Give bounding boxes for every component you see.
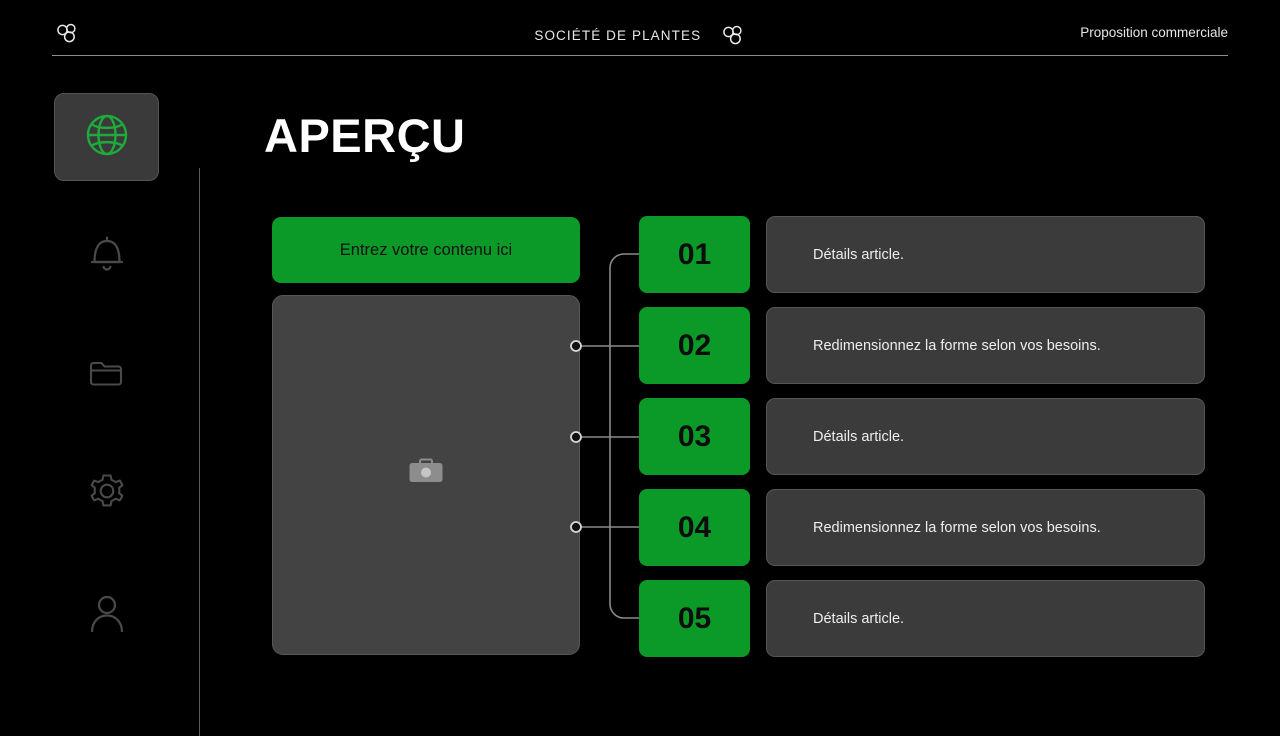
- content-banner-label: Entrez votre contenu ici: [339, 240, 513, 259]
- row-detail-card[interactable]: Redimensionnez la forme selon vos besoin…: [766, 489, 1205, 566]
- row-number-label: 02: [677, 328, 712, 362]
- image-placeholder[interactable]: [272, 295, 580, 655]
- folder-icon: [82, 348, 132, 403]
- bell-icon: [82, 229, 132, 284]
- header-divider: [52, 55, 1228, 56]
- row-detail-card[interactable]: Détails article.: [766, 398, 1205, 475]
- header-bar: SOCIÉTÉ DE PLANTES Proposition commercia…: [0, 0, 1280, 58]
- trefoil-logo-icon[interactable]: [720, 23, 746, 49]
- row-number-label: 01: [677, 237, 712, 271]
- content-placeholder-banner[interactable]: Entrez votre contenu ici: [272, 217, 580, 283]
- row-number-label: 04: [677, 510, 712, 544]
- globe-icon: [81, 109, 133, 166]
- sidebar-item-profile[interactable]: [54, 572, 159, 660]
- row-number-badge[interactable]: 02: [639, 307, 750, 384]
- row-number-badge[interactable]: 01: [639, 216, 750, 293]
- row-detail-text: Détails article.: [813, 610, 905, 627]
- row-number-badge[interactable]: 05: [639, 580, 750, 657]
- sidebar: [0, 80, 200, 736]
- gear-icon: [81, 465, 133, 522]
- sidebar-item-bell[interactable]: [54, 212, 159, 300]
- header-center-group: SOCIÉTÉ DE PLANTES: [0, 22, 1280, 48]
- document-type-label: Proposition commerciale: [1080, 25, 1228, 40]
- row-detail-card[interactable]: Détails article.: [766, 580, 1205, 657]
- row-detail-text: Redimensionnez la forme selon vos besoin…: [813, 519, 1101, 536]
- sidebar-item-globe[interactable]: [54, 93, 159, 181]
- page-title: APERÇU: [264, 109, 466, 162]
- row-number-label: 03: [677, 419, 712, 453]
- camera-icon: [408, 458, 444, 493]
- trefoil-logo-icon[interactable]: [54, 21, 80, 47]
- sidebar-divider: [199, 168, 200, 736]
- company-name: SOCIÉTÉ DE PLANTES: [534, 27, 702, 43]
- row-detail-text: Redimensionnez la forme selon vos besoin…: [813, 337, 1101, 354]
- sidebar-item-folder[interactable]: [54, 331, 159, 419]
- row-detail-text: Détails article.: [813, 428, 905, 445]
- person-icon: [81, 588, 133, 645]
- row-number-badge[interactable]: 03: [639, 398, 750, 475]
- row-number-label: 05: [677, 601, 712, 635]
- row-detail-card[interactable]: Détails article.: [766, 216, 1205, 293]
- row-number-badge[interactable]: 04: [639, 489, 750, 566]
- row-detail-text: Détails article.: [813, 246, 905, 263]
- row-detail-card[interactable]: Redimensionnez la forme selon vos besoin…: [766, 307, 1205, 384]
- sidebar-item-settings[interactable]: [54, 449, 159, 537]
